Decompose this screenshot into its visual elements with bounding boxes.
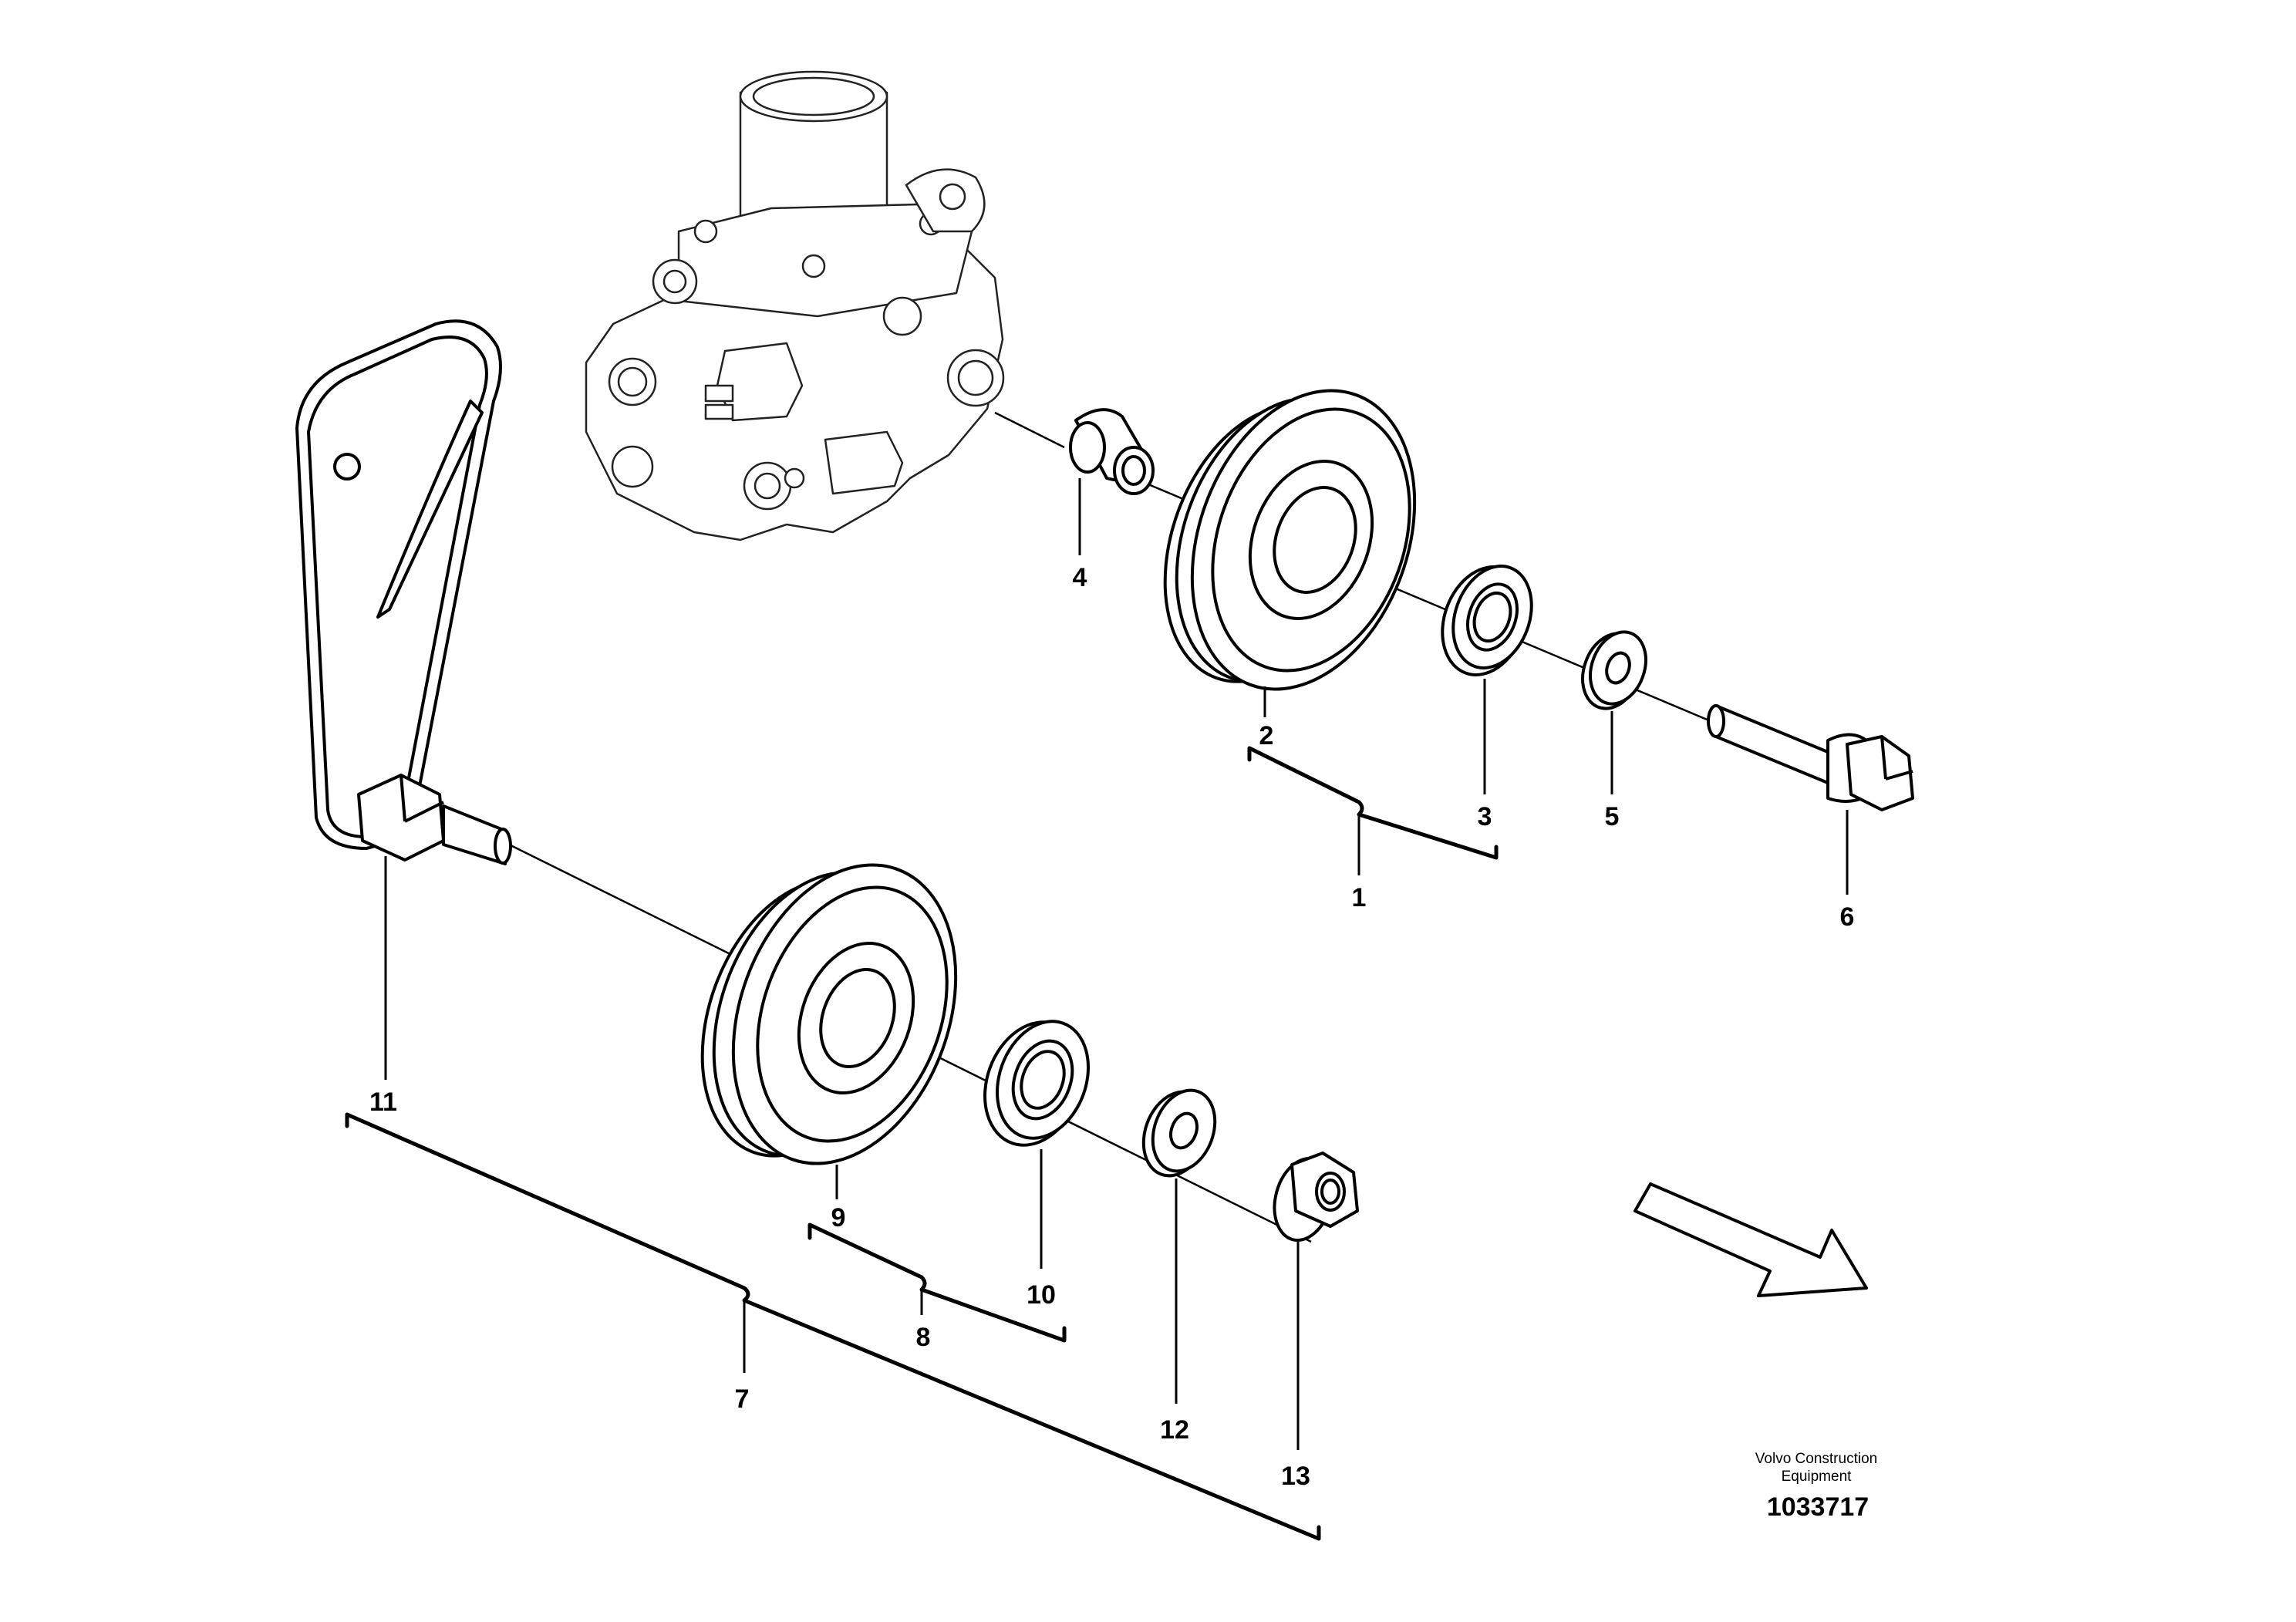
callout-1: 1 (1352, 883, 1367, 912)
callout-labels: 1 2 3 4 5 6 7 8 9 10 11 12 13 (369, 563, 1854, 1491)
bushing (1069, 408, 1155, 495)
upper-pulley (1163, 389, 1417, 691)
callout-9: 9 (831, 1203, 846, 1233)
pump-housing (585, 70, 1005, 541)
callout-6: 6 (1840, 902, 1855, 932)
group-bracket-7 (345, 1112, 1321, 1541)
upper-bearing (1441, 565, 1533, 676)
leader-lines (384, 478, 1849, 1450)
direction-arrow (1633, 1182, 1868, 1297)
hex-bolt (1707, 704, 1914, 811)
credit-line-1: Volvo Construction (1755, 1451, 1877, 1467)
lower-bearing (983, 1020, 1090, 1147)
group-bracket-8 (807, 1222, 1067, 1343)
stud-bolt (357, 774, 512, 865)
group-bracket-1 (1247, 746, 1499, 875)
lower-pulley (700, 863, 958, 1165)
callout-4: 4 (1073, 563, 1087, 592)
credit-block: Volvo Construction Equipment 1033717 (1755, 1451, 1877, 1522)
mounting-bracket (295, 319, 502, 850)
callout-2: 2 (1259, 721, 1274, 750)
callout-3: 3 (1478, 802, 1492, 831)
callout-10: 10 (1027, 1280, 1056, 1310)
callout-8: 8 (916, 1323, 931, 1352)
lower-washer (1141, 1088, 1217, 1178)
upper-washer (1581, 630, 1647, 710)
document-number: 1033717 (1767, 1492, 1869, 1522)
credit-line-2: Equipment (1782, 1469, 1853, 1485)
callout-12: 12 (1160, 1415, 1189, 1445)
callout-5: 5 (1605, 802, 1620, 831)
callout-11: 11 (369, 1088, 397, 1117)
callout-7: 7 (735, 1384, 750, 1414)
callout-13: 13 (1281, 1462, 1310, 1491)
flange-nut (1273, 1152, 1359, 1242)
